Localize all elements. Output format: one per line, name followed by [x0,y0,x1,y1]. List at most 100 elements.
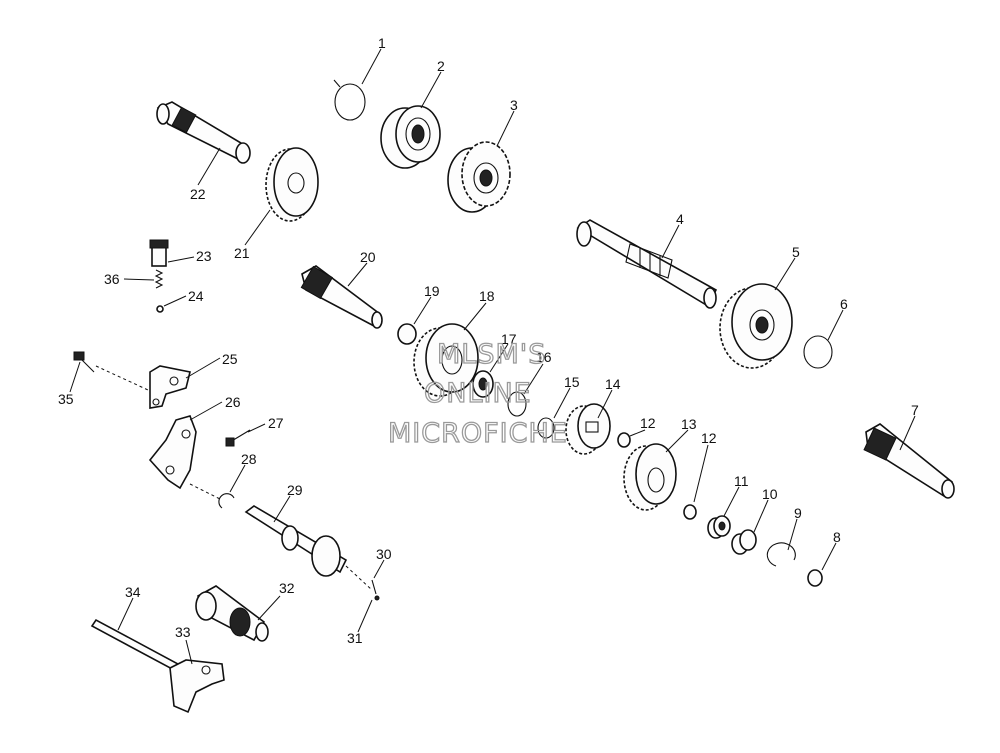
part-6-ring [803,335,833,369]
callout-24: 24 [188,288,204,304]
part-30-pin [371,579,377,595]
part-4-main-shaft [576,219,718,309]
leader-31 [357,599,373,633]
part-36-spring [154,269,164,289]
leader-24 [163,295,187,307]
part-14-gear [565,403,611,455]
leader-12b [693,444,709,503]
leader-10 [753,499,769,533]
part-34-rod [90,618,180,672]
part-24-ball [156,305,164,313]
part-33-shift-fork [169,659,225,714]
part-16-washer [507,391,527,417]
part-3-gear [447,141,511,213]
part-21-gear [265,147,319,222]
part-32-shift-drum [195,585,269,642]
leader-26 [189,401,223,421]
leader-14 [597,389,613,419]
part-12-washer-a [617,432,631,448]
leader-25 [185,357,221,379]
callout-33: 33 [175,624,191,640]
part-11-bushing [707,515,731,539]
leader-23 [167,256,195,263]
dashed-line-26-28 [189,483,223,501]
watermark: MLSM'S ONLINE MICROFICHE [387,338,568,449]
part-31-pin [374,595,380,601]
callout-4: 4 [676,211,684,227]
leader-20 [347,262,368,287]
leader-15 [553,387,571,419]
part-7-shaft [863,423,955,499]
leader-2 [420,71,442,109]
part-18-gear [413,323,479,397]
part-35-bolt [73,351,95,373]
part-1-snap-ring [333,79,366,121]
callout-35: 35 [58,391,74,407]
part-28-clip [218,493,235,509]
callout-13: 13 [681,416,697,432]
part-20-shaft [300,265,383,329]
leader-16 [523,363,544,395]
leader-8 [821,542,837,571]
callout-14: 14 [605,376,621,392]
callout-27: 27 [268,415,284,431]
part-22-shaft [156,101,251,164]
leader-30 [373,559,385,579]
part-25-bracket [149,365,191,409]
callout-20: 20 [360,249,376,265]
callout-11: 11 [734,473,749,489]
leader-12a [629,429,646,437]
leader-35 [69,361,81,393]
callout-29: 29 [287,482,303,498]
leader-4 [661,224,680,259]
leader-9 [787,518,798,551]
watermark-line-3: MICROFICHE [388,418,568,449]
callout-7: 7 [911,402,919,418]
part-15-ring [537,417,555,439]
part-8-washer [807,569,823,587]
leader-11 [723,486,740,517]
callout-30: 30 [376,546,392,562]
callout-6: 6 [840,296,848,312]
leader-22 [197,147,221,186]
callout-23: 23 [196,248,212,264]
leader-3 [496,110,515,147]
callout-34: 34 [125,584,141,600]
part-10-bushing [731,529,757,555]
callout-22: 22 [190,186,206,202]
callout-25: 25 [222,351,238,367]
dashed-line-35-25 [95,365,149,391]
leader-1 [361,48,382,85]
part-5-gear [719,283,793,369]
part-27-bolt [225,429,251,447]
leader-19 [413,296,432,325]
leader-33 [185,639,193,665]
part-17-bearing [472,370,494,398]
callout-12b: 12 [701,430,717,446]
part-12-washer-b [683,504,697,520]
callout-28: 28 [241,451,257,467]
callout-2: 2 [437,58,445,74]
callout-15: 15 [564,374,580,390]
callout-5: 5 [792,244,800,260]
callout-26: 26 [225,394,241,410]
part-2-bearing [380,105,441,169]
callout-10: 10 [762,486,778,502]
leader-13 [665,429,689,453]
callout-19: 19 [424,283,440,299]
callout-31: 31 [347,630,363,646]
watermark-line-1: MLSM'S [437,339,546,370]
part-26-shift-lever [148,415,197,490]
leader-17 [489,343,509,373]
dashed-line-29-30 [345,565,373,591]
leader-6 [827,309,844,341]
leader-21 [244,209,271,246]
callout-16: 16 [536,349,552,365]
callout-21: 21 [234,245,250,261]
part-13-gear [623,443,677,511]
leader-5 [774,257,796,291]
callout-8: 8 [833,529,841,545]
callout-1: 1 [378,35,386,51]
leader-32 [257,595,281,621]
